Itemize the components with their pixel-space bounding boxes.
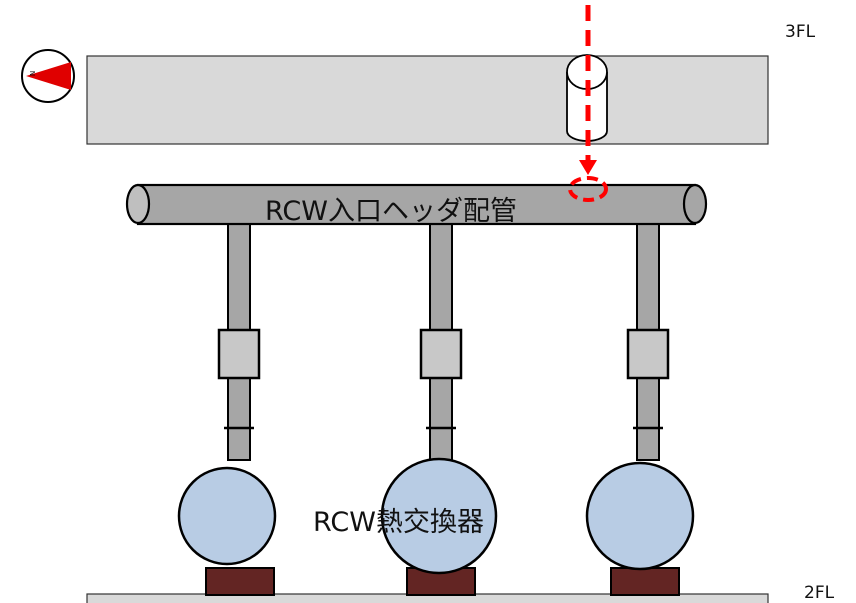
upper-floor-slab [86, 55, 769, 145]
heat-exchanger-label: RCW熱交換器 [313, 507, 484, 538]
heat-exchanger-1 [177, 466, 277, 566]
heat-exchangers [177, 457, 695, 575]
heat-exchanger-2 [380, 457, 498, 575]
header-pipe-label: RCW入口ヘッダ配管 [265, 196, 517, 227]
header-pipe [125, 183, 708, 226]
compass-letter: N [29, 71, 37, 76]
highlight-marker [568, 5, 608, 202]
branch-valves [217, 328, 670, 380]
heat-exchanger-3 [585, 461, 695, 571]
heat-exchanger-bases [205, 567, 680, 596]
lower-floor-label: 2FL [804, 583, 835, 603]
compass-icon: N [21, 49, 75, 103]
upper-floor-label: 3FL [785, 22, 816, 42]
